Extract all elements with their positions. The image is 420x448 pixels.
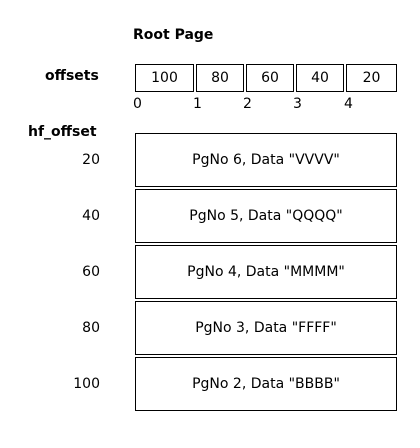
- row-offset-20: 20: [82, 152, 100, 168]
- index-label-3: 3: [293, 96, 302, 112]
- page-title: Root Page: [133, 27, 214, 43]
- index-label-1: 1: [193, 96, 202, 112]
- offset-cell-4: 20: [346, 64, 397, 92]
- record-box-pgno-5: PgNo 5, Data "QQQQ": [135, 189, 397, 243]
- row-offset-60: 60: [82, 264, 100, 280]
- index-label-4: 4: [344, 96, 353, 112]
- offset-cell-0: 100: [135, 64, 194, 92]
- hf-offset-label: hf_offset: [28, 124, 97, 140]
- offsets-label: offsets: [45, 68, 99, 84]
- offset-cell-1: 80: [196, 64, 244, 92]
- offset-cell-2: 60: [246, 64, 294, 92]
- record-box-pgno-3: PgNo 3, Data "FFFF": [135, 301, 397, 355]
- row-offset-40: 40: [82, 208, 100, 224]
- index-label-2: 2: [243, 96, 252, 112]
- row-offset-100: 100: [73, 376, 100, 392]
- offset-cell-3: 40: [296, 64, 344, 92]
- record-box-pgno-2: PgNo 2, Data "BBBB": [135, 357, 397, 411]
- record-box-pgno-6: PgNo 6, Data "VVVV": [135, 133, 397, 187]
- index-label-0: 0: [133, 96, 142, 112]
- row-offset-80: 80: [82, 320, 100, 336]
- record-box-pgno-4: PgNo 4, Data "MMMM": [135, 245, 397, 299]
